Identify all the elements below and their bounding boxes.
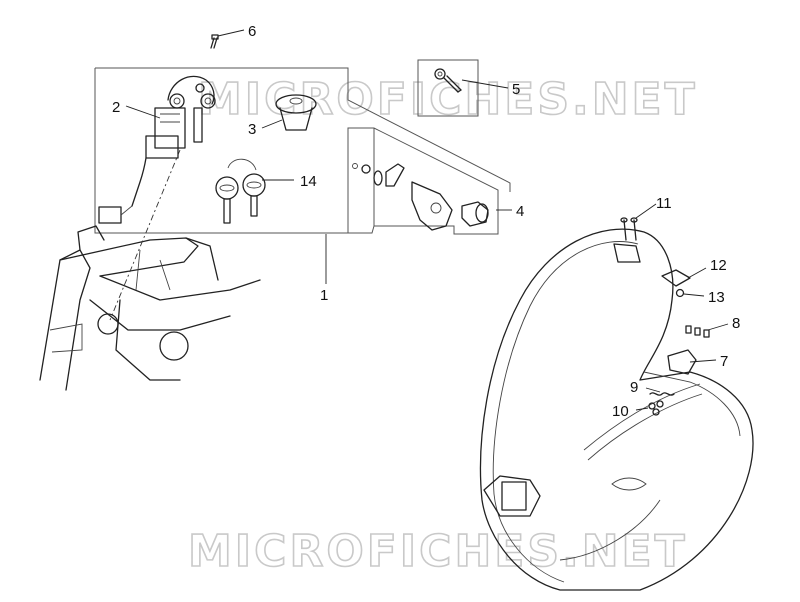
callout-3: 3 (248, 121, 256, 138)
key-blank-icon (434, 68, 462, 93)
callout-2: 2 (112, 99, 120, 116)
nut-icon (675, 288, 685, 298)
leader-lines (125, 29, 729, 411)
callout-14: 14 (300, 173, 317, 190)
saddlebag-case-icon (479, 228, 754, 591)
callout-13: 13 (708, 289, 725, 306)
cap-icon (275, 94, 317, 131)
plate-icon (661, 269, 691, 287)
callout-6: 6 (248, 23, 256, 40)
key-blank-box (417, 59, 479, 117)
callout-12: 12 (710, 257, 727, 274)
bolts-icon (685, 325, 710, 338)
watermark-bottom: MICROFICHES.NET (188, 526, 688, 577)
callout-5: 5 (512, 81, 520, 98)
clips-icon (648, 400, 664, 416)
callout-10: 10 (612, 403, 629, 420)
callout-8: 8 (732, 315, 740, 332)
screw-icon (210, 34, 219, 49)
callout-9: 9 (630, 379, 638, 396)
latch-icon (667, 349, 697, 375)
callout-11: 11 (656, 195, 672, 212)
lock-set-icon (352, 163, 489, 231)
mounting-line (109, 149, 181, 321)
screws-icon (620, 217, 638, 241)
spring-icon (649, 392, 675, 396)
ignition-switch-icon (98, 75, 216, 224)
callout-4: 4 (516, 203, 524, 220)
group-frame-4 (347, 127, 499, 235)
watermark-top: MICROFICHES.NET (198, 74, 698, 125)
vehicle-frame-icon (39, 225, 261, 391)
keys-icon (215, 158, 266, 224)
callout-7: 7 (720, 353, 728, 370)
callout-1: 1 (320, 287, 328, 304)
